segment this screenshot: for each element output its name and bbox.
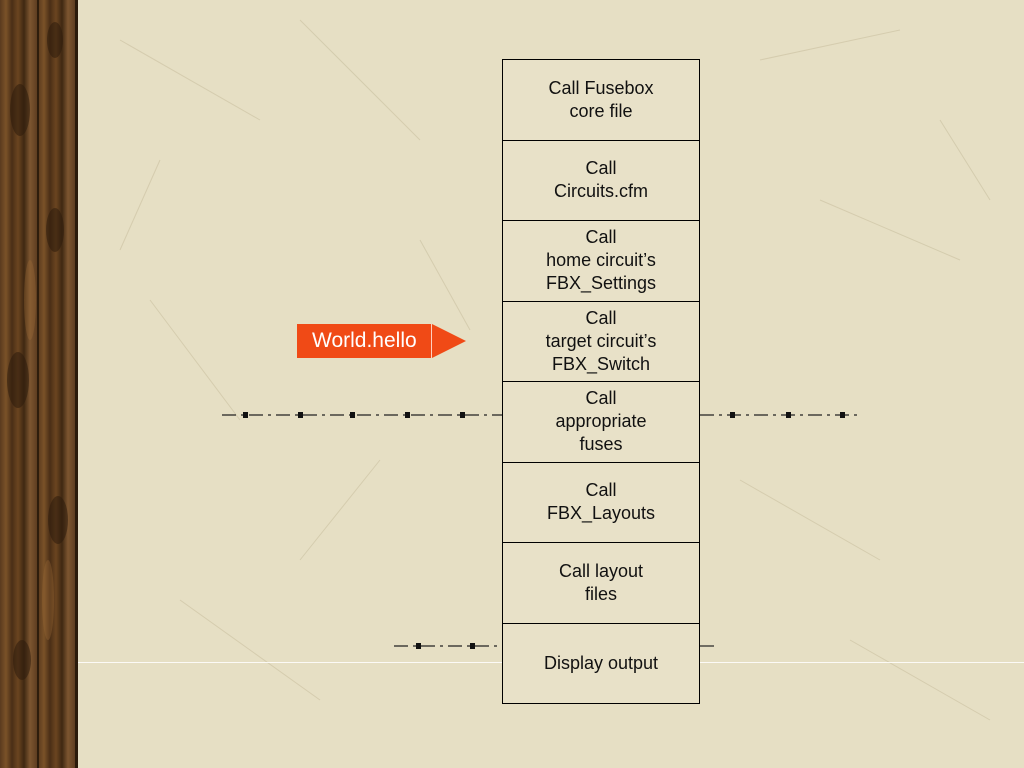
wood-divider [37,0,39,768]
dashed-divider-lower [394,643,714,649]
step-call-appropriate-fuses: Call appropriate fuses [503,382,699,463]
step-call-layout-files: Call layout files [503,543,699,624]
step-call-home-circuit-fbx-settings: Call home circuit’s FBX_Settings [503,221,699,302]
step-display-output: Display output [543,652,659,673]
wood-edge [75,0,78,768]
step-call-fusebox-core-file: Call Fusebox core file [503,60,699,141]
callout-label: World.hello [297,324,432,358]
step-call-target-circuit-fbx-switch: Call target circuit’s FBX_Switch [503,302,699,382]
step-call-circuits-cfm: Call Circuits.cfm [503,141,699,221]
world-hello-callout: World.hello [297,324,466,358]
dashed-divider-upper [222,412,862,418]
step-call-fbx-layouts: Call FBX_Layouts [503,463,699,543]
wood-grain [7,22,68,680]
wood-border [0,0,78,768]
fusebox-flow-stack: Call Fusebox core file Call Circuits.cfm… [502,59,700,704]
arrow-right-icon [431,324,466,358]
